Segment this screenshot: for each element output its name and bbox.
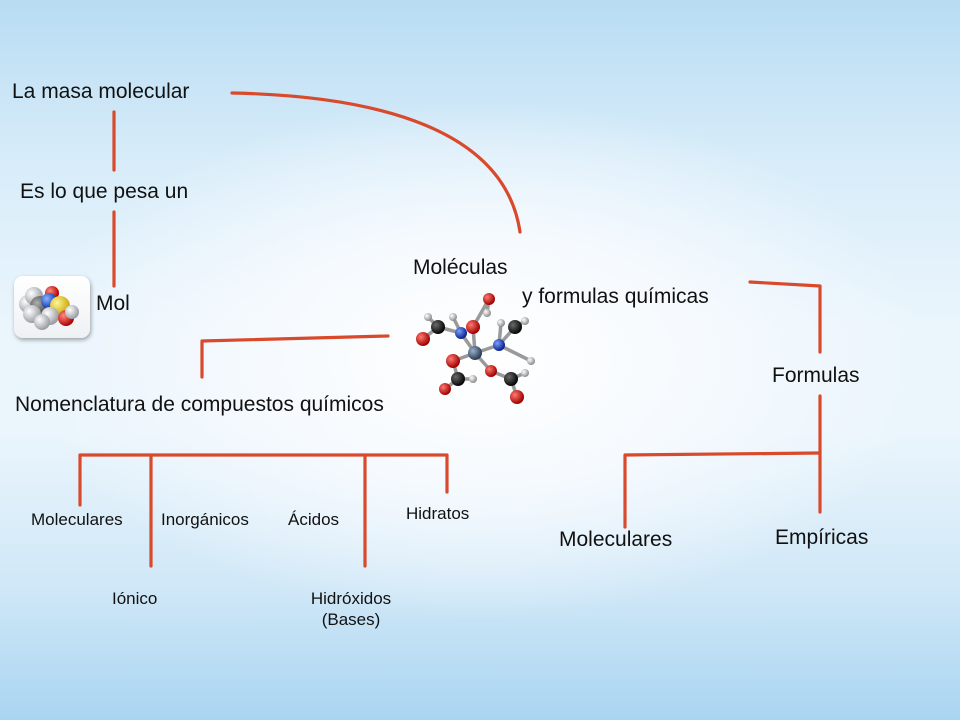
label-es-lo-que-pesa: Es lo que pesa un bbox=[20, 180, 189, 203]
connector-formulas-branch bbox=[623, 451, 822, 529]
label-formulas: Formulas bbox=[772, 364, 860, 387]
label-inorganicos: Inorgánicos bbox=[161, 510, 249, 529]
label-moleculares-formulas: Moleculares bbox=[559, 528, 673, 551]
label-nomenclatura: Nomenclatura de compuestos químicos bbox=[15, 393, 384, 416]
label-moleculas: Moléculas bbox=[413, 256, 508, 279]
label-hidroxidos: Hidróxidos (Bases) bbox=[298, 589, 404, 629]
ball-and-stick-molecule-model bbox=[403, 283, 545, 411]
label-hidroxidos-line1: Hidróxidos bbox=[310, 589, 392, 608]
connector-molecule-to-nomenclatura bbox=[200, 334, 390, 379]
connector-formulas-quimicas-to-formulas bbox=[748, 280, 822, 354]
space-filling-molecule-icon bbox=[14, 276, 90, 338]
connector-masa-to-moleculas bbox=[230, 91, 522, 234]
connector-nomenclatura-bar bbox=[78, 453, 449, 507]
label-masa-molecular: La masa molecular bbox=[12, 80, 190, 103]
label-formulas-quimicas: y formulas químicas bbox=[522, 285, 709, 308]
label-hidroxidos-line2: (Bases) bbox=[321, 609, 381, 629]
label-acidos: Ácidos bbox=[288, 510, 340, 529]
label-empiricas: Empíricas bbox=[775, 526, 869, 549]
label-ionico: Iónico bbox=[112, 589, 158, 608]
label-hidratos: Hidratos bbox=[406, 504, 470, 523]
label-mol: Mol bbox=[96, 292, 130, 315]
label-moleculares-compuestos: Moleculares bbox=[31, 510, 123, 529]
